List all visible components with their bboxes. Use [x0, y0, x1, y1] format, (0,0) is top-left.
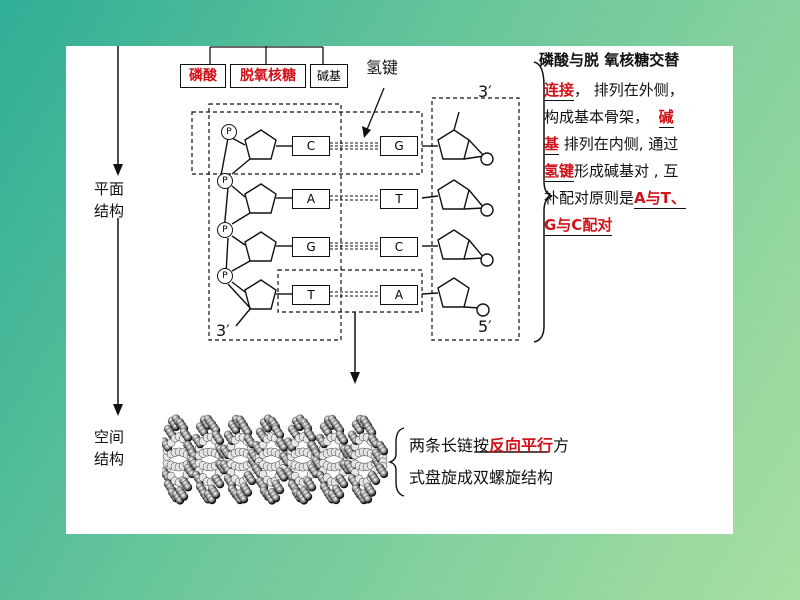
- helix-backbone-atom: [211, 490, 221, 499]
- helix-backbone-atom: [239, 495, 249, 504]
- helix-backbone-atom: [379, 446, 388, 456]
- helix-backbone-atom: [371, 476, 381, 486]
- helix-backbone-atom: [339, 480, 349, 489]
- space-label-1: 空间: [94, 428, 125, 446]
- helix-backbone-atom: [303, 492, 313, 501]
- desc-line-2: 连接， 排列在外侧，: [544, 81, 684, 101]
- helix-backbone-atom: [339, 436, 349, 445]
- helix-backbone-atom: [335, 490, 345, 499]
- helix-backbone-atom: [275, 485, 285, 495]
- prime-3-top: 3′: [478, 82, 492, 101]
- base-box-left: T: [292, 285, 330, 305]
- double-helix-image: [162, 412, 388, 507]
- phosphate-circle: P: [217, 222, 233, 238]
- helix-backbone-atom: [215, 436, 225, 445]
- helix-backbone-atom: [363, 495, 373, 504]
- phosphate-label: 磷酸: [180, 64, 226, 88]
- helix-backbone-atom: [243, 488, 253, 497]
- diagram-lines: [113, 46, 553, 497]
- helix-backbone-atom: [183, 433, 193, 442]
- base-label: 碱基: [310, 64, 348, 88]
- plane-label-1: 平面: [94, 180, 125, 198]
- base-box-right: A: [380, 285, 418, 305]
- helix-backbone-atom: [179, 492, 189, 501]
- helix-desc-line-1: 两条长链按反向平行方: [409, 436, 570, 455]
- helix-desc-line-2: 式盘旋成双螺旋结构: [409, 468, 554, 487]
- helix-backbone-atom: [367, 488, 377, 497]
- prime-5-bottom: 5′: [478, 317, 492, 336]
- phosphate-circle: P: [217, 173, 233, 189]
- phosphate-circle: P: [217, 268, 233, 284]
- hbond-label: 氢键: [366, 58, 399, 77]
- helix-backbone-atom: [307, 433, 317, 442]
- base-box-right: T: [380, 189, 418, 209]
- desc-line-5: 氢键形成碱基对 , 互: [544, 162, 679, 182]
- prime-3-bottom: 3′: [216, 321, 230, 340]
- plane-label-2: 结构: [94, 202, 125, 220]
- base-box-left: C: [292, 136, 330, 156]
- deoxyribose-label: 脱氧核糖: [230, 64, 306, 88]
- base-box-left: A: [292, 189, 330, 209]
- base-box-right: C: [380, 237, 418, 257]
- desc-line-3: 构成基本骨架， 碱: [544, 108, 674, 128]
- base-box-left: G: [292, 237, 330, 257]
- desc-line-1: 磷酸与脱 氧核糖交替: [539, 51, 680, 69]
- phosphate-circle: P: [221, 124, 237, 140]
- helix-backbone-atom: [307, 483, 317, 492]
- desc-line-7: G与C配对: [544, 216, 613, 236]
- base-box-right: G: [380, 136, 418, 156]
- helix-backbone-atom: [271, 493, 281, 503]
- helix-backbone-atom: [215, 480, 225, 489]
- content-card: 平面 结构 空间 结构 磷酸 脱氧核糖 碱基 氢键 P P P P C A G …: [66, 46, 733, 534]
- space-label-2: 结构: [94, 450, 125, 468]
- helix-backbone-atom: [183, 483, 193, 492]
- helix-backbone-atom: [247, 476, 257, 486]
- helix-backbone-atom: [275, 430, 285, 440]
- desc-line-6: 补配对原则是A与T、: [544, 189, 686, 209]
- desc-line-4: 基 排列在内侧, 通过: [544, 135, 679, 155]
- helix-backbone-atom: [379, 469, 388, 479]
